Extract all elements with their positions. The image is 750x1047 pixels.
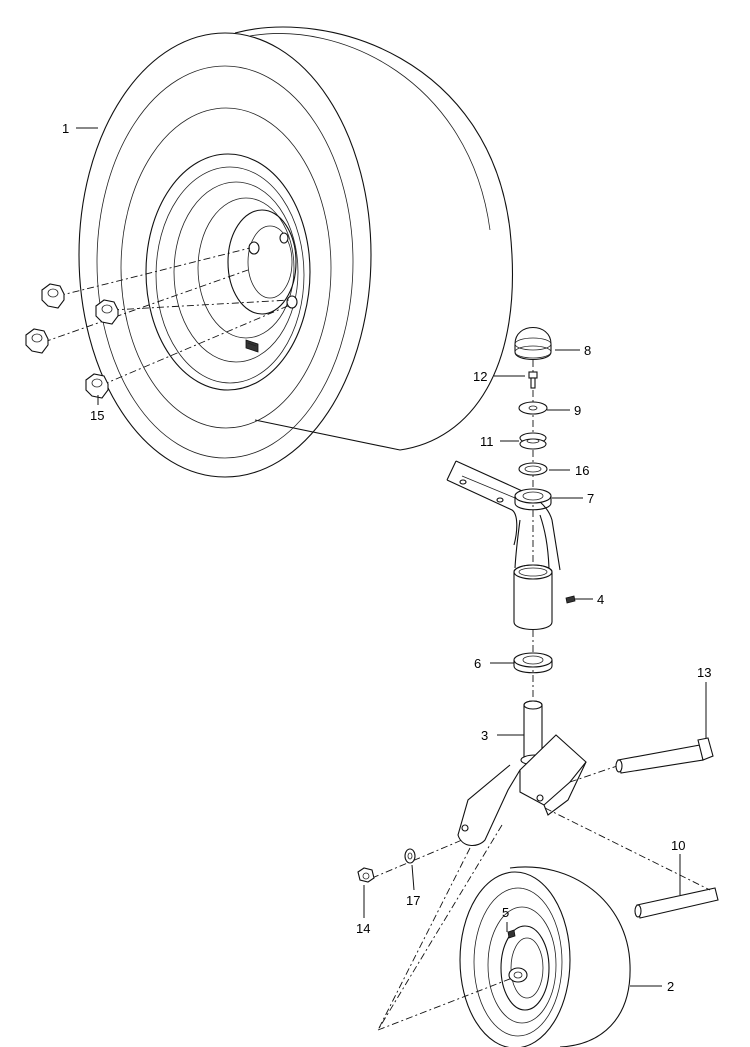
thin-washer-part-16	[518, 462, 548, 476]
callout-leaders	[76, 127, 707, 987]
callout-5: 5	[502, 905, 509, 920]
lug-nut	[95, 299, 119, 325]
callout-1: 1	[62, 121, 69, 136]
lug-nut-dash-lines	[43, 247, 291, 386]
small-axle-part-10	[634, 887, 719, 919]
axle-bolt-part-13	[569, 737, 714, 783]
grease-fitting-part-12	[528, 371, 538, 389]
lug-nut	[25, 328, 49, 354]
pivot-tube-part-4	[513, 564, 576, 631]
fork-nut-washer	[357, 839, 463, 883]
callout-4: 4	[597, 592, 604, 607]
spring-washer-part-11	[519, 432, 547, 450]
callout-10: 10	[671, 838, 685, 853]
callout-9: 9	[574, 403, 581, 418]
callout-17: 17	[406, 893, 420, 908]
frame-arm	[446, 460, 561, 571]
callout-11: 11	[480, 434, 494, 449]
callout-labels: 1 2 3 4 5 6 7 8 9 10 11 12 13 14 15 16 1…	[62, 121, 711, 994]
caster-wheel-part-2	[459, 866, 631, 1047]
callout-8: 8	[584, 343, 591, 358]
callout-2: 2	[667, 979, 674, 994]
upper-bearing-part-7	[514, 488, 552, 511]
dust-cap-part-8	[514, 327, 552, 361]
washer-part-9	[518, 401, 548, 415]
caster-fork-part-3	[457, 700, 587, 846]
caster-wheel-dash-lines	[377, 807, 711, 1031]
callout-12: 12	[473, 369, 487, 384]
lug-nuts-part-15	[25, 283, 119, 399]
callout-7: 7	[587, 491, 594, 506]
callout-14: 14	[356, 921, 370, 936]
large-tire-part-1	[78, 26, 514, 478]
callout-13: 13	[697, 665, 711, 680]
lower-bearing-part-6	[513, 652, 553, 674]
lug-nut	[41, 283, 65, 309]
callout-3: 3	[481, 728, 488, 743]
lug-nut	[85, 373, 109, 399]
callout-6: 6	[474, 656, 481, 671]
callout-15: 15	[90, 408, 104, 423]
callout-16: 16	[575, 463, 589, 478]
